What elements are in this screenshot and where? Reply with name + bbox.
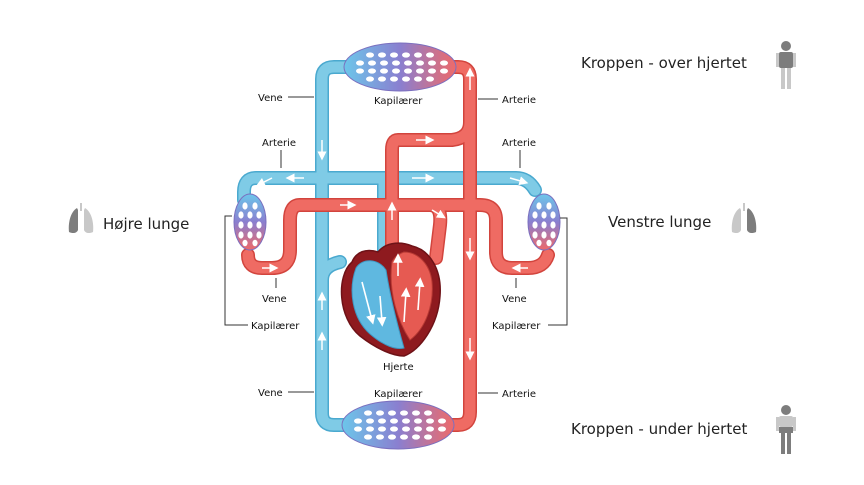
label-right-artery: Arterie: [502, 138, 536, 149]
lungs-icon: [68, 203, 94, 234]
label-right-vein: Vene: [502, 294, 527, 305]
capillary-bed-bottom: [341, 400, 455, 450]
leader-lines: [224, 96, 568, 394]
capillary-bed-left-lung: [527, 193, 561, 251]
person-icon: [776, 405, 796, 454]
label-left-artery: Arterie: [262, 138, 296, 149]
heart: [340, 242, 441, 357]
label-right-capillary: Kapilærer: [492, 321, 541, 332]
label-heart: Hjerte: [383, 362, 414, 373]
label-top-vein: Vene: [258, 93, 283, 104]
label-left-capillary: Kapilærer: [251, 321, 300, 332]
label-bottom-capillary: Kapilærer: [374, 389, 423, 400]
capillary-bed-right-lung: [233, 193, 267, 251]
flow-arrows: [255, 67, 529, 361]
label-bottom-vein: Vene: [258, 388, 283, 399]
person-icon: [776, 41, 796, 89]
capillary-bed-top: [343, 42, 457, 92]
label-body-lower: Kroppen - under hjertet: [571, 420, 747, 438]
label-left-vein: Vene: [262, 294, 287, 305]
label-top-artery: Arterie: [502, 95, 536, 106]
label-left-lung: Venstre lunge: [608, 213, 711, 231]
label-top-capillary: Kapilærer: [374, 96, 423, 107]
label-bottom-artery: Arterie: [502, 389, 536, 400]
label-body-upper: Kroppen - over hjertet: [581, 54, 747, 72]
lungs-icon: [731, 203, 757, 234]
label-right-lung: Højre lunge: [103, 215, 189, 233]
